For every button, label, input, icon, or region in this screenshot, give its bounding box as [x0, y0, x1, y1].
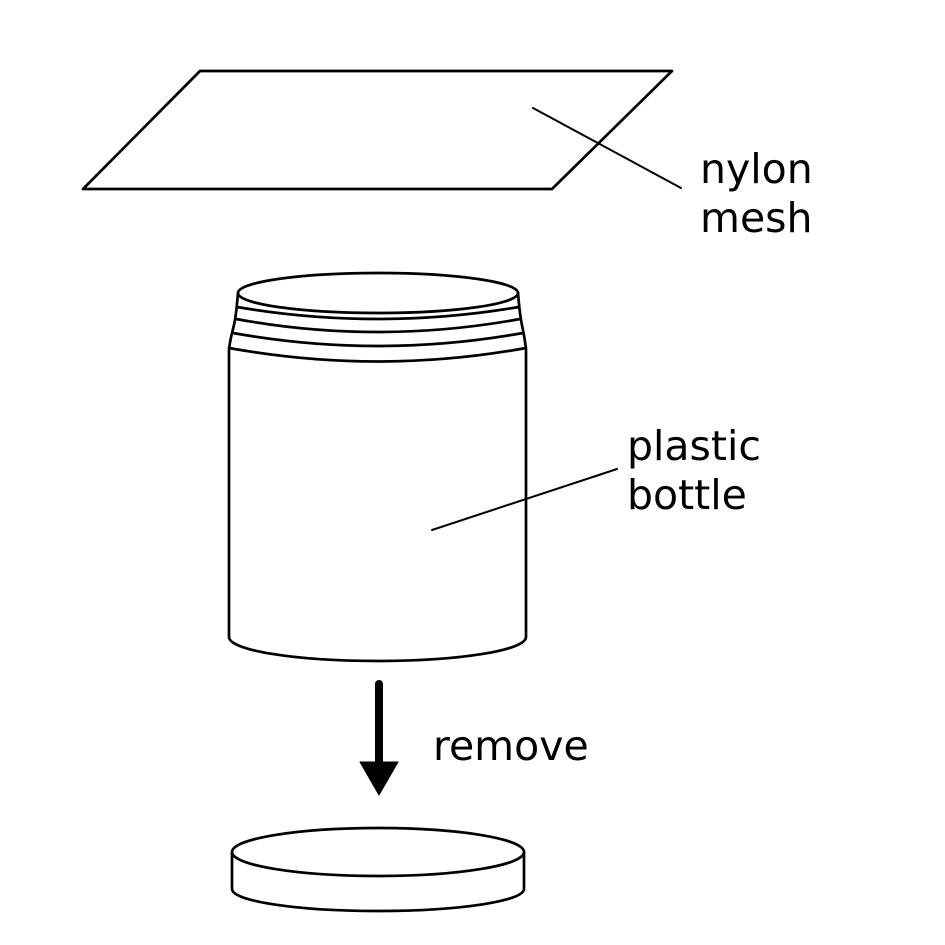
bottle-leader-line — [431, 468, 618, 531]
plastic-bottle-group: plastic bottle — [227, 271, 761, 663]
mesh-label-line2: mesh — [700, 194, 813, 242]
remove-label: remove — [433, 722, 589, 770]
bottle-shoulder-line — [227, 346, 528, 363]
nylon-mesh-group: nylon mesh — [81, 69, 813, 242]
nylon-mesh-sheet — [81, 69, 674, 191]
mesh-label-line1: nylon — [700, 145, 813, 193]
arrow-head-icon — [359, 761, 399, 796]
cap-disc-top — [230, 826, 526, 878]
remove-arrow-group: remove — [359, 680, 589, 796]
mesh-leader-line — [532, 107, 682, 189]
bottle-cap-disc-group — [230, 826, 526, 913]
bottle-label-line1: plastic — [627, 422, 761, 470]
bottle-thread-line-2 — [234, 317, 522, 334]
bottle-label-line2: bottle — [627, 471, 747, 519]
bottle-body — [227, 271, 528, 663]
bottle-thread-line-1 — [235, 305, 521, 321]
bottle-thread-line-3 — [231, 331, 525, 348]
bottle-top-rim-front — [236, 291, 520, 315]
